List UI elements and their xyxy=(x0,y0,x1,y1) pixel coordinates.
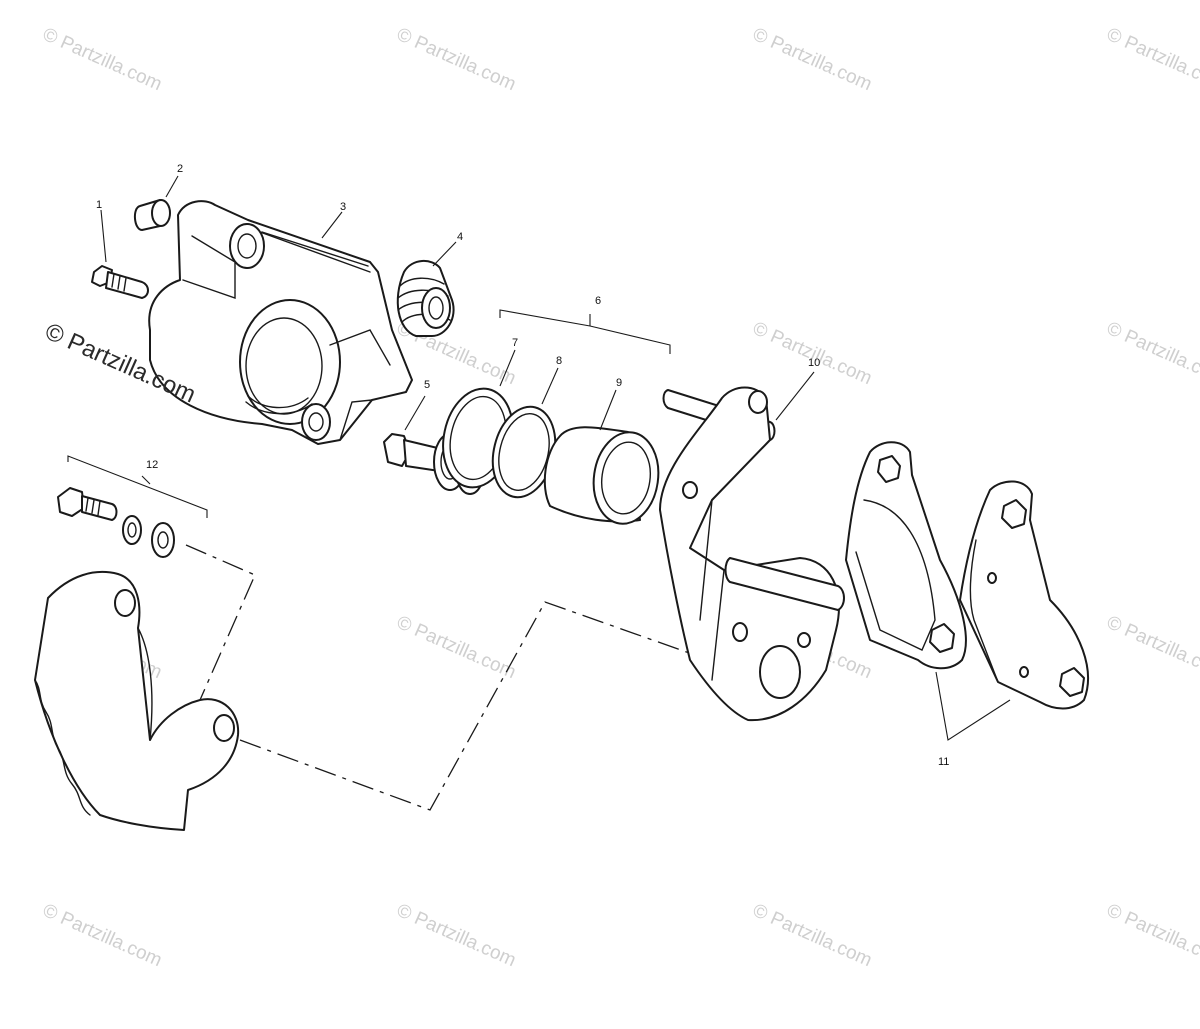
brake-pad-icon xyxy=(845,441,967,670)
bleeder-screw-icon xyxy=(91,265,149,299)
caliper-housing-icon xyxy=(148,200,413,445)
callout-12: 12 xyxy=(146,459,158,471)
callout-1: 1 xyxy=(96,199,102,211)
piston-icon xyxy=(543,426,660,525)
callout-9: 9 xyxy=(616,377,622,389)
callout-11: 11 xyxy=(938,756,949,768)
callout-2: 2 xyxy=(177,163,183,175)
dust-boot-icon xyxy=(396,260,455,337)
o-ring-icon xyxy=(122,515,175,558)
callout-7: 7 xyxy=(512,337,518,349)
bushing-icon xyxy=(134,199,171,231)
bolt-icon xyxy=(57,487,118,521)
callout-8: 8 xyxy=(556,355,562,367)
callout-10: 10 xyxy=(808,357,820,369)
caliper-bracket-icon xyxy=(659,386,845,722)
callout-4: 4 xyxy=(457,231,463,243)
callout-3: 3 xyxy=(340,201,346,213)
callout-5: 5 xyxy=(424,379,430,391)
brake-pad-icon xyxy=(959,480,1089,710)
spindle-knuckle-icon xyxy=(34,570,240,831)
callout-6: 6 xyxy=(595,295,601,307)
